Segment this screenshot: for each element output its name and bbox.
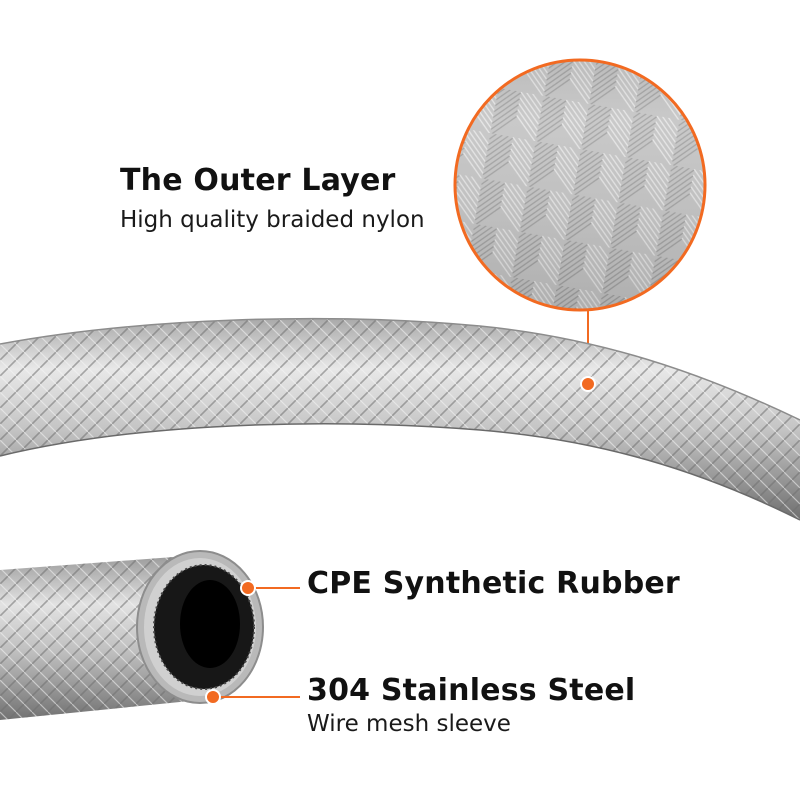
steel-title: 304 Stainless Steel bbox=[307, 673, 636, 708]
outer-layer-title: The Outer Layer bbox=[120, 163, 396, 198]
lower-hose bbox=[0, 550, 264, 720]
steel-subtitle: Wire mesh sleeve bbox=[307, 711, 511, 737]
hose-bore bbox=[180, 580, 240, 668]
upper-hose bbox=[0, 317, 800, 521]
rubber-title: CPE Synthetic Rubber bbox=[307, 566, 680, 601]
rubber-leader bbox=[240, 580, 300, 596]
outer-layer-subtitle: High quality braided nylon bbox=[120, 207, 425, 233]
steel-leader bbox=[205, 689, 300, 705]
zoom-detail-circle bbox=[453, 58, 707, 312]
